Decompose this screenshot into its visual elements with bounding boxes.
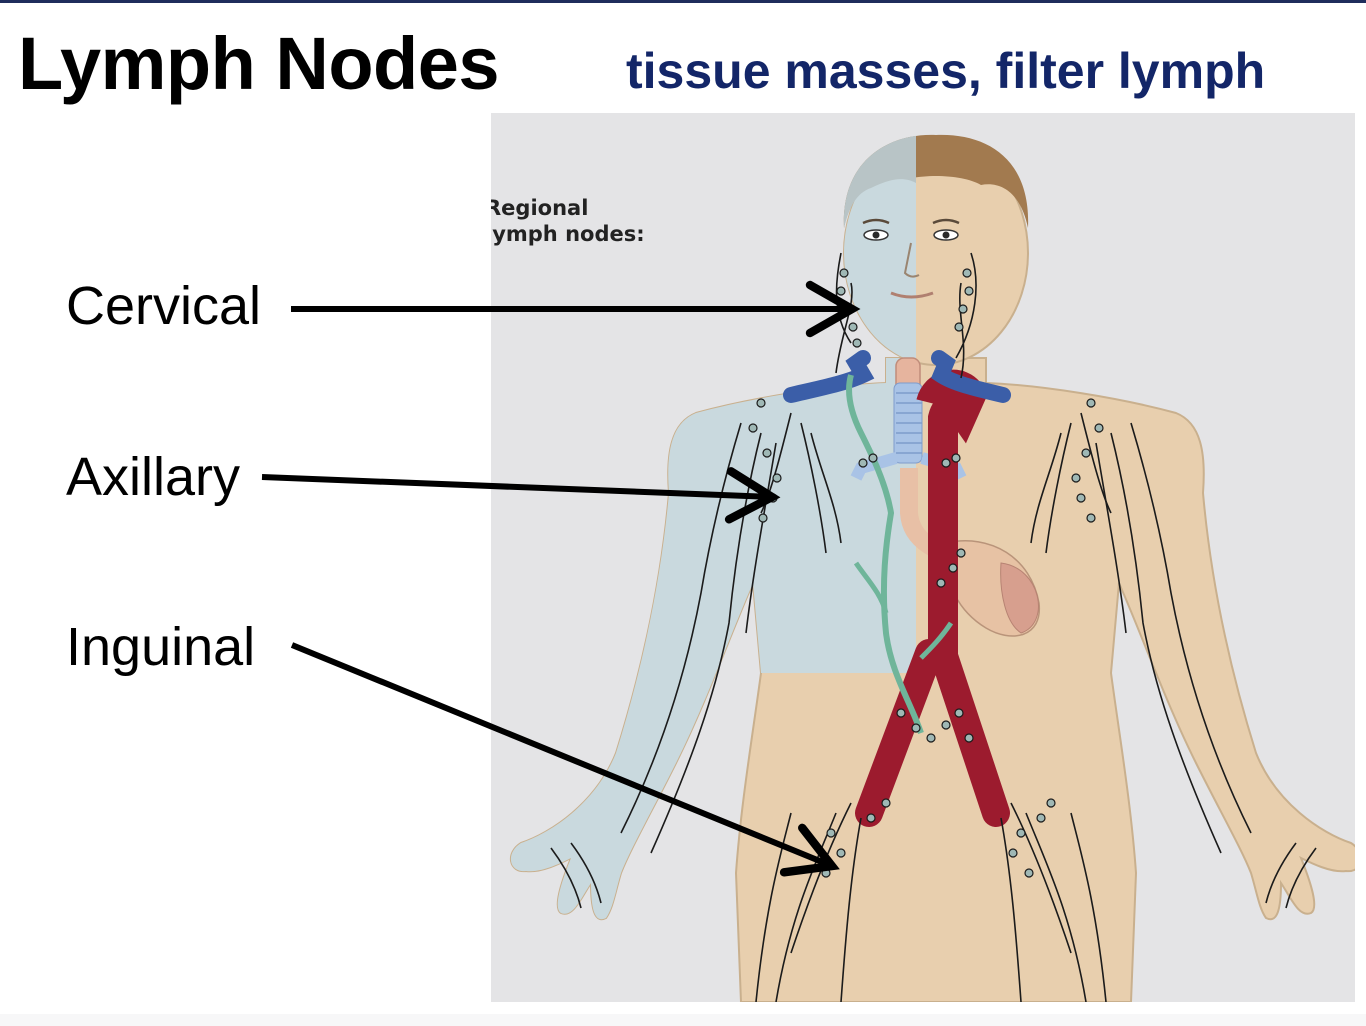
label-cervical: Cervical xyxy=(66,276,262,336)
label-inguinal: Inguinal xyxy=(66,617,256,677)
trachea xyxy=(850,357,967,481)
subclavian-veins xyxy=(783,350,1011,403)
face xyxy=(862,218,960,299)
top-rule xyxy=(0,0,1366,3)
figure-caption: Regional lymph nodes: xyxy=(491,196,645,246)
slide-subtitle: tissue masses, filter lymph xyxy=(626,43,1266,99)
label-axillary: Axillary xyxy=(66,447,241,507)
lymph-system-illustration: Regional lymph nodes: xyxy=(491,113,1355,1002)
thoracic-duct xyxy=(846,374,954,734)
slide-title: Lymph Nodes xyxy=(18,22,500,105)
bottom-band xyxy=(0,1014,1366,1026)
aorta xyxy=(855,369,1010,827)
